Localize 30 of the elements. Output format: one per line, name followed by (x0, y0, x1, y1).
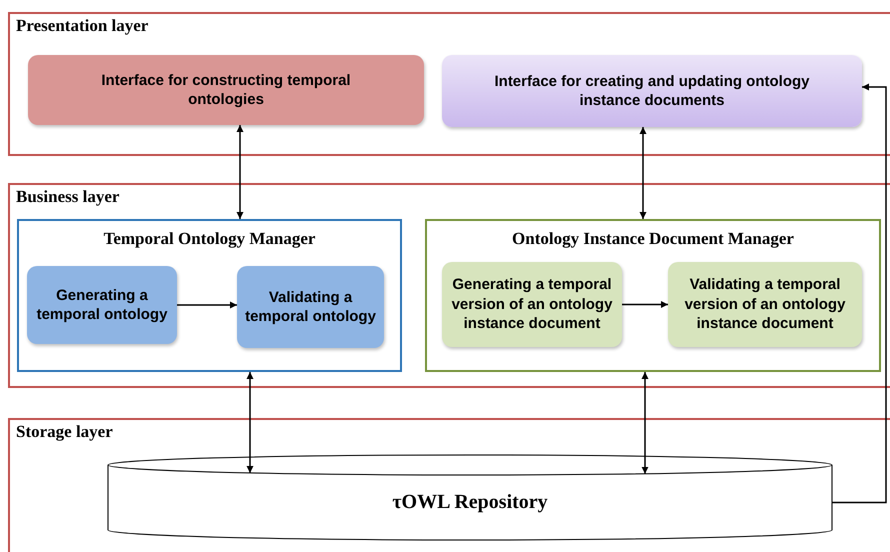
arrow (177, 302, 237, 308)
process-box (27, 266, 177, 344)
layer-band (8, 418, 890, 552)
arrow (640, 127, 646, 219)
process-box (237, 266, 384, 348)
repository-label: τOWL Repository (392, 491, 548, 514)
process-box (668, 262, 862, 347)
layer-band (8, 183, 890, 388)
process-label: Validating a temporal ontology (245, 288, 376, 326)
layer-title: Storage layer (16, 422, 113, 442)
arrow (246, 372, 254, 473)
arrow (832, 84, 887, 504)
layer-title: Presentation layer (16, 16, 148, 36)
layer-title: Business layer (16, 187, 120, 207)
layer-band (8, 12, 890, 156)
arrow (622, 301, 668, 308)
manager-panel (17, 219, 402, 372)
manager-title: Temporal Ontology Manager (102, 229, 316, 249)
arrow (236, 125, 244, 219)
process-label: Validating a temporal version of an ontology instance document (684, 275, 846, 334)
process-box (442, 55, 862, 127)
process-label: Generating a temporal ontology (36, 286, 168, 324)
process-label: Interface for constructing temporal ontologies (100, 70, 352, 110)
process-box (442, 262, 622, 347)
process-box (28, 55, 424, 125)
process-label: Generating a temporal version of an ontology instance document (450, 275, 614, 334)
manager-panel (425, 219, 881, 372)
process-label: Interface for creating and updating ontology instance documents (493, 72, 810, 110)
manager-title: Ontology Instance Document Manager (511, 229, 795, 249)
arrow (642, 372, 648, 474)
